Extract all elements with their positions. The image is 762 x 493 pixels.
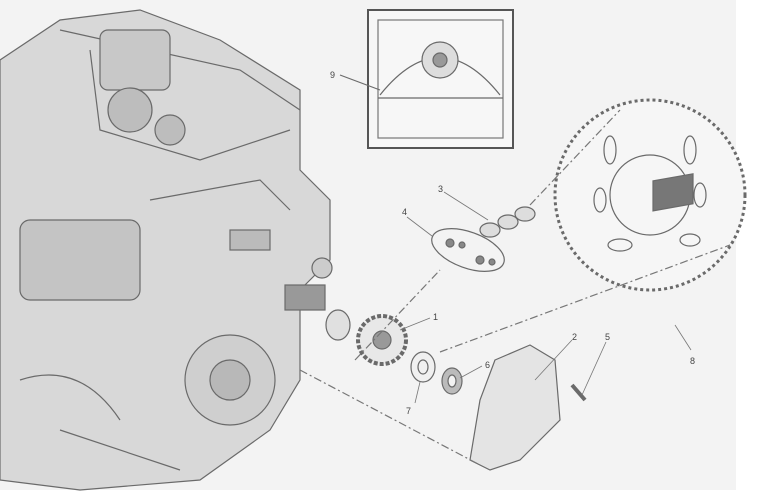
sprocket-cover	[469, 344, 561, 471]
callout-6: 6	[485, 360, 490, 370]
callout-8: 8	[690, 356, 695, 366]
callout-4: 4	[402, 207, 407, 217]
callout-1: 1	[433, 312, 438, 322]
callout-7: 7	[406, 406, 411, 416]
decal-label	[652, 173, 694, 212]
rear-sprocket	[553, 98, 747, 292]
screw	[570, 383, 587, 402]
inset-detail	[339, 9, 514, 149]
callout-3: 3	[438, 184, 443, 194]
callout-2: 2	[572, 332, 577, 342]
chain-link-kit	[431, 228, 505, 272]
spacer	[325, 309, 351, 341]
callout-5: 5	[605, 332, 610, 342]
engine-illustration	[0, 9, 333, 491]
chain-segment	[479, 206, 536, 238]
washer	[410, 351, 436, 383]
callout-9: 9	[330, 70, 335, 80]
